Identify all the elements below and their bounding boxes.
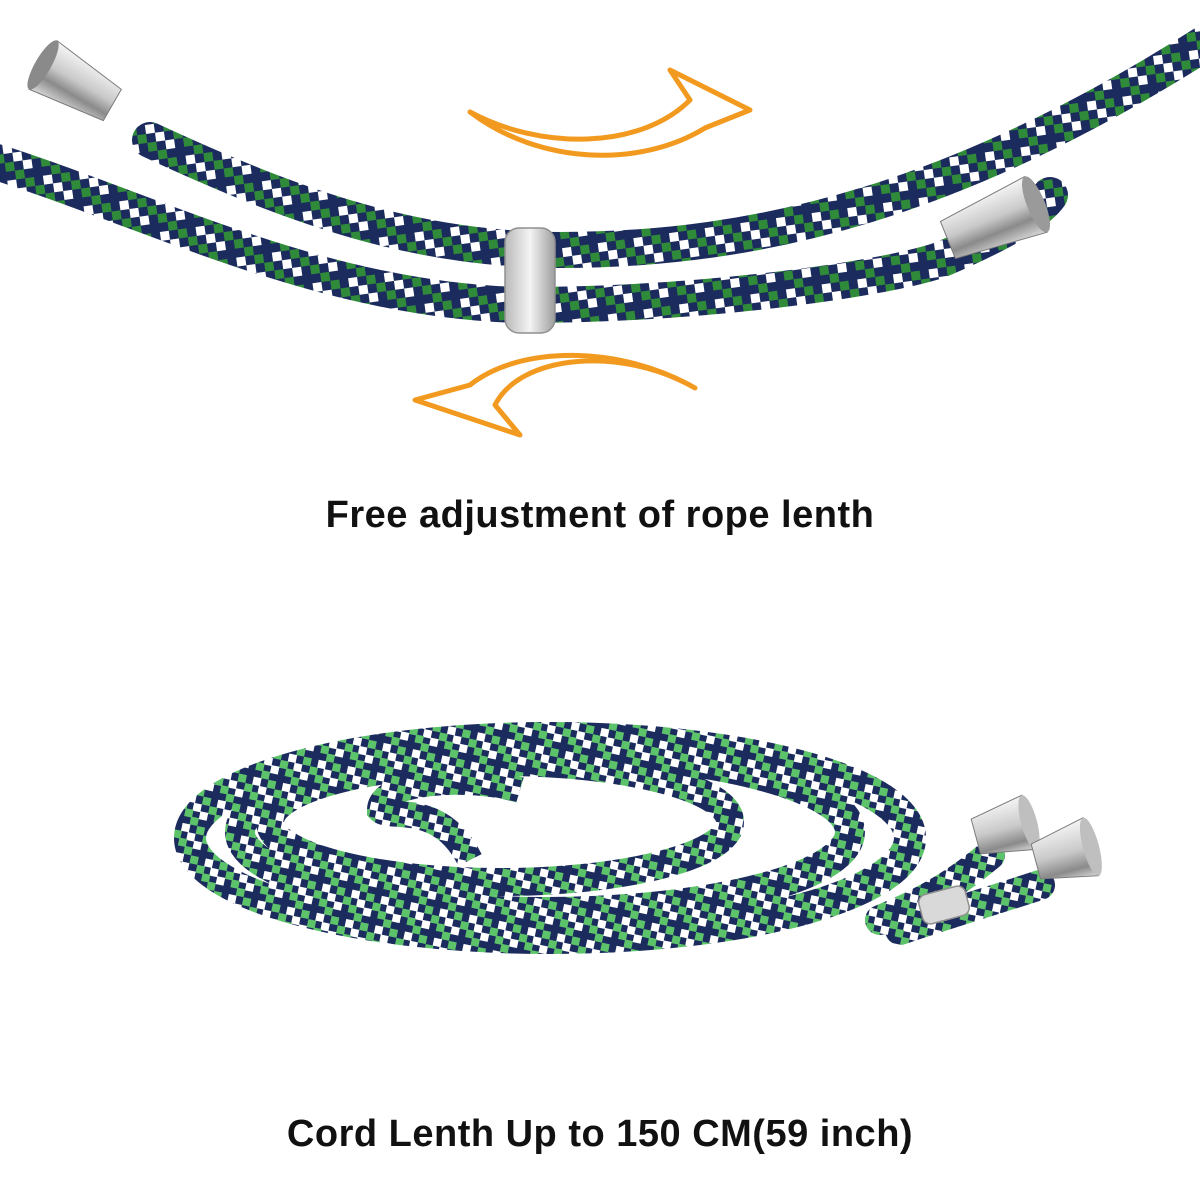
rope-coil-center-loop bbox=[366, 768, 524, 867]
rope-tail-2 bbox=[885, 870, 1055, 945]
end-cap-right bbox=[939, 175, 1050, 260]
curved-arrow-left-icon bbox=[412, 352, 698, 438]
slider-bead bbox=[504, 227, 556, 334]
slider-bead-small bbox=[917, 885, 971, 925]
rope-coil-inner bbox=[256, 748, 744, 896]
rope-strand-upper bbox=[132, 25, 1200, 269]
adjustment-illustration-panel: Free adjustment of rope lenth bbox=[0, 25, 1200, 536]
curved-arrow-right-icon bbox=[467, 67, 753, 158]
cord-length-panel: Cord Lenth Up to 150 CM(59 inch) bbox=[0, 600, 1200, 1200]
caption-cord-length: Cord Lenth Up to 150 CM(59 inch) bbox=[286, 1113, 914, 1155]
end-cap-lower bbox=[1030, 817, 1102, 880]
end-cap-upper bbox=[970, 794, 1040, 855]
end-cap-left bbox=[27, 40, 122, 122]
coiled-rope-graphic bbox=[174, 722, 1102, 954]
adjustable-rope-graphic bbox=[0, 25, 1200, 438]
caption-adjustment: Free adjustment of rope lenth bbox=[325, 494, 875, 536]
